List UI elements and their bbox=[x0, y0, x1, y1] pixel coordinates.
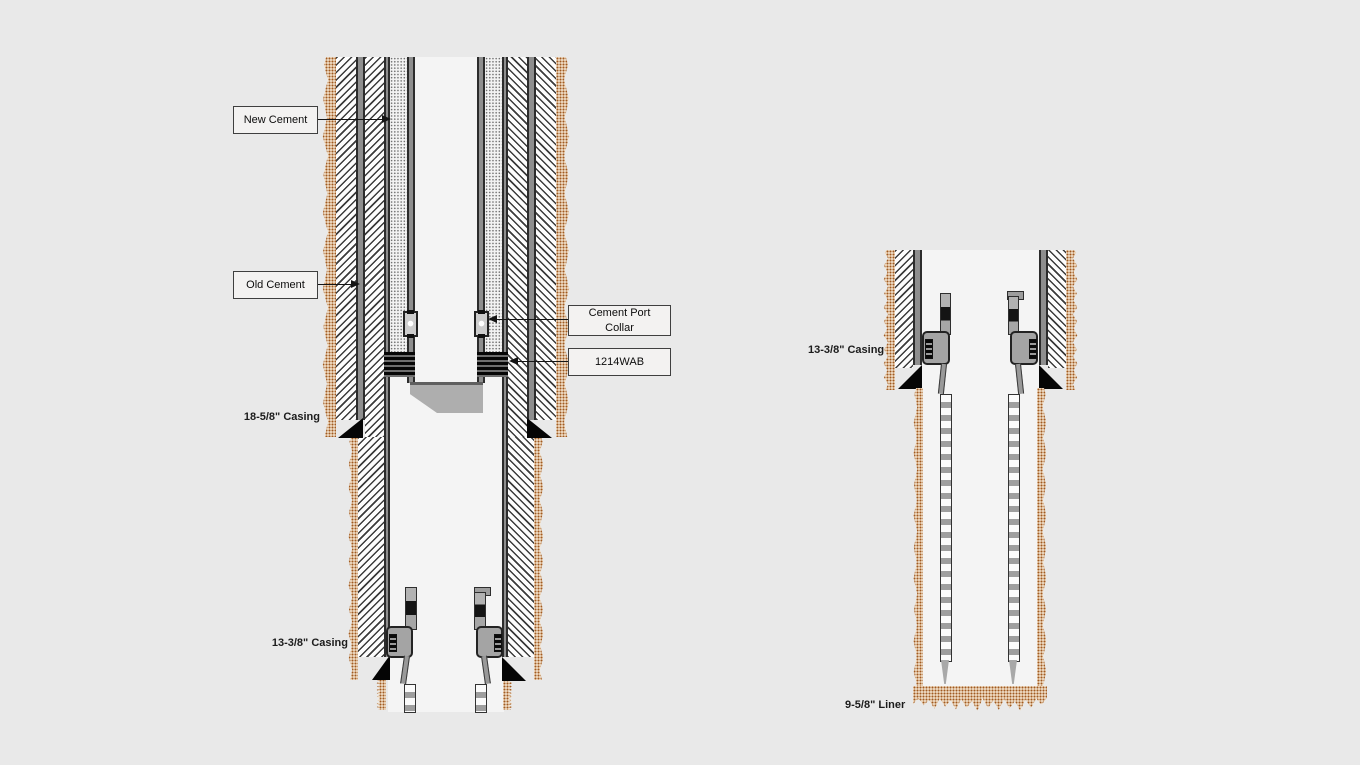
new-cement-callout: New Cement bbox=[233, 106, 318, 134]
well2-liner-tip-left bbox=[941, 660, 949, 684]
well2-casing-13-right bbox=[1039, 250, 1048, 365]
well1-casing-18-label-text: 18-5/8" Casing bbox=[243, 411, 320, 423]
well2-hanger-latch-left bbox=[940, 293, 951, 335]
well2-formation-right-lower bbox=[1037, 388, 1047, 700]
new-cement-arrow-line bbox=[318, 119, 383, 120]
well2-cement-right bbox=[1048, 250, 1066, 368]
well1-inner-string-right bbox=[477, 57, 485, 383]
well2-formation-left-upper bbox=[883, 250, 895, 390]
well2-hanger-latch-right bbox=[1008, 296, 1019, 335]
well1-hanger-body-left bbox=[386, 626, 413, 658]
well1-casing-18-left bbox=[356, 57, 365, 420]
well1-formation-right-mid bbox=[534, 437, 544, 680]
well1-liner-joint-left bbox=[404, 684, 416, 713]
well2-cement-left bbox=[895, 250, 913, 368]
1214wab-label: 1214WAB bbox=[594, 355, 645, 368]
well1-old-cement-outer-left bbox=[336, 57, 356, 420]
well1-new-cement-right bbox=[485, 57, 502, 352]
cement-port-collar-callout: Cement Port Collar bbox=[568, 305, 671, 336]
cement-port-collar-arrowhead bbox=[488, 315, 497, 323]
well1-casing-18-label: 18-5/8" Casing bbox=[240, 411, 320, 423]
well1-hanger-latch-right bbox=[474, 592, 486, 630]
well2-liner-string-left bbox=[940, 394, 952, 662]
old-cement-arrow-line bbox=[318, 284, 352, 285]
well1-1214wab-band-left bbox=[384, 352, 415, 377]
well2-formation-left-lower bbox=[913, 388, 923, 700]
new-cement-arrowhead bbox=[382, 115, 391, 123]
well1-formation-right-upper bbox=[556, 57, 570, 437]
well2-casing-13-label: 13-3/8" Casing bbox=[808, 344, 884, 356]
well1-formation-left-low bbox=[376, 676, 386, 710]
well1-formation-right-low bbox=[503, 676, 513, 710]
well2-shoe-right bbox=[1039, 365, 1063, 389]
well2-hole-bottom bbox=[913, 686, 1047, 711]
well2-formation-right-upper bbox=[1066, 250, 1078, 390]
well1-hanger-latch-left bbox=[405, 587, 417, 630]
old-cement-label: Old Cement bbox=[246, 278, 305, 291]
1214wab-arrowhead bbox=[509, 357, 518, 365]
cement-port-collar-arrow-line bbox=[496, 319, 568, 320]
well1-shoe-18-left bbox=[338, 418, 363, 438]
1214wab-arrow-line bbox=[517, 361, 568, 362]
well1-old-cement-inner-left bbox=[365, 57, 384, 437]
well1-old-cement-lower-right bbox=[507, 437, 534, 657]
old-cement-arrowhead bbox=[351, 280, 360, 288]
well1-casing-13-label: 13-3/8" Casing bbox=[268, 637, 348, 649]
well1-shoe-18-right bbox=[527, 418, 552, 438]
well1-old-cement-lower-left bbox=[358, 437, 385, 657]
well2-liner-string-right bbox=[1008, 394, 1020, 662]
well1-new-cement-left bbox=[390, 57, 407, 352]
well1-cement-port-collar-right bbox=[474, 310, 489, 338]
well1-liner-joint-right bbox=[475, 684, 487, 713]
well1-old-cement-inner-right bbox=[508, 57, 527, 437]
well2-liner-label: 9-5/8" Liner bbox=[845, 699, 925, 711]
well2-casing-13-label-text: 13-3/8" Casing bbox=[808, 344, 885, 356]
well1-formation-left-mid bbox=[348, 437, 358, 680]
well2-hanger-slips-right bbox=[1029, 339, 1037, 359]
well1-cement-port-collar-left bbox=[403, 310, 418, 338]
well1-shoe-13-right bbox=[502, 657, 526, 681]
well1-old-cement-outer-right bbox=[536, 57, 556, 420]
old-cement-callout: Old Cement bbox=[233, 271, 318, 299]
well2-liner-tip-right bbox=[1009, 660, 1017, 684]
well1-hanger-slips-left bbox=[389, 634, 397, 652]
well2-liner-label-text: 9-5/8" Liner bbox=[845, 699, 906, 711]
well2-hanger-slips-left bbox=[925, 339, 933, 359]
well1-casing-13-label-text: 13-3/8" Casing bbox=[271, 637, 348, 649]
cement-port-collar-label: Cement Port Collar bbox=[588, 307, 651, 334]
well2-shoe-left bbox=[898, 365, 922, 389]
1214wab-callout: 1214WAB bbox=[568, 348, 671, 376]
new-cement-label: New Cement bbox=[243, 113, 308, 126]
well1-inner-string-left bbox=[407, 57, 415, 383]
well1-hanger-slips-right bbox=[494, 634, 502, 652]
well2-casing-13-left bbox=[913, 250, 922, 365]
well1-formation-left-upper bbox=[322, 57, 336, 437]
well1-1214wab-band-right bbox=[477, 352, 508, 377]
well1-casing-18-right bbox=[527, 57, 536, 420]
